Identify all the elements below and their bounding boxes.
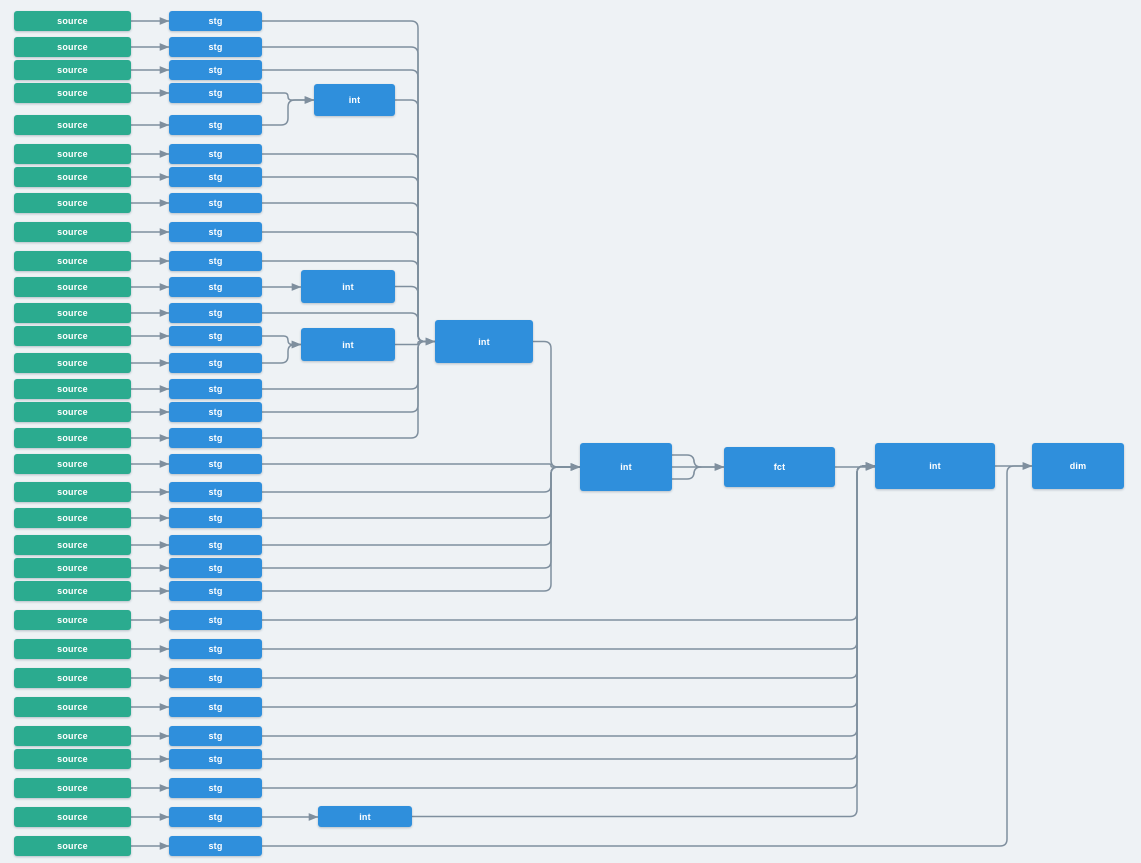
edge (261, 463, 581, 546)
node-stg-stg8[interactable]: stg (169, 193, 262, 213)
node-stg-stg23[interactable]: stg (169, 581, 262, 601)
node-stg-stg19[interactable]: stg (169, 482, 262, 502)
node-stg-stg28[interactable]: stg (169, 726, 262, 746)
node-stg-stg21[interactable]: stg (169, 535, 262, 555)
node-fct-fct1[interactable]: fct (724, 447, 835, 487)
node-stg-stg11[interactable]: stg (169, 277, 262, 297)
edge (261, 176, 436, 343)
node-int-int5[interactable]: int (580, 443, 672, 491)
node-stg-stg9[interactable]: stg (169, 222, 262, 242)
node-source-src13[interactable]: source (14, 326, 131, 346)
node-source-src15[interactable]: source (14, 379, 131, 399)
node-stg-stg16[interactable]: stg (169, 402, 262, 422)
node-stg-stg4[interactable]: stg (169, 83, 262, 103)
node-stg-stg27[interactable]: stg (169, 697, 262, 717)
edge (261, 462, 876, 760)
node-stg-stg15[interactable]: stg (169, 379, 262, 399)
node-stg-stg30[interactable]: stg (169, 778, 262, 798)
node-source-src5[interactable]: source (14, 115, 131, 135)
node-source-src4[interactable]: source (14, 83, 131, 103)
node-source-src20[interactable]: source (14, 508, 131, 528)
edge (394, 337, 436, 346)
node-stg-stg20[interactable]: stg (169, 508, 262, 528)
node-stg-stg32[interactable]: stg (169, 836, 262, 856)
edge (671, 454, 725, 471)
node-stg-stg22[interactable]: stg (169, 558, 262, 578)
edge (671, 466, 702, 480)
node-stg-stg26[interactable]: stg (169, 668, 262, 688)
node-source-src28[interactable]: source (14, 726, 131, 746)
node-int-int7[interactable]: int (318, 806, 412, 827)
edge (411, 462, 876, 818)
node-source-src21[interactable]: source (14, 535, 131, 555)
node-source-src25[interactable]: source (14, 639, 131, 659)
node-source-src16[interactable]: source (14, 402, 131, 422)
node-source-src3[interactable]: source (14, 60, 131, 80)
node-stg-stg31[interactable]: stg (169, 807, 262, 827)
edge (261, 463, 581, 493)
node-source-src27[interactable]: source (14, 697, 131, 717)
node-source-src32[interactable]: source (14, 836, 131, 856)
node-int-int3[interactable]: int (301, 328, 395, 361)
edge (261, 462, 876, 621)
edge (261, 462, 1033, 847)
node-stg-stg14[interactable]: stg (169, 353, 262, 373)
edge (261, 340, 302, 364)
node-source-src8[interactable]: source (14, 193, 131, 213)
node-source-src31[interactable]: source (14, 807, 131, 827)
node-stg-stg5[interactable]: stg (169, 115, 262, 135)
node-source-src26[interactable]: source (14, 668, 131, 688)
edge (261, 335, 302, 349)
node-stg-stg25[interactable]: stg (169, 639, 262, 659)
node-source-src2[interactable]: source (14, 37, 131, 57)
node-source-src18[interactable]: source (14, 454, 131, 474)
edge (261, 340, 436, 439)
node-source-src29[interactable]: source (14, 749, 131, 769)
edge (532, 340, 581, 471)
node-int-int2[interactable]: int (301, 270, 395, 303)
edge (261, 92, 315, 104)
node-stg-stg3[interactable]: stg (169, 60, 262, 80)
edge (261, 462, 876, 789)
node-int-int6[interactable]: int (875, 443, 995, 489)
node-source-src22[interactable]: source (14, 558, 131, 578)
node-source-src6[interactable]: source (14, 144, 131, 164)
node-stg-stg2[interactable]: stg (169, 37, 262, 57)
edge (261, 462, 876, 737)
node-source-src17[interactable]: source (14, 428, 131, 448)
edge (261, 463, 581, 592)
node-source-src7[interactable]: source (14, 167, 131, 187)
node-int-int1[interactable]: int (314, 84, 395, 116)
node-stg-stg29[interactable]: stg (169, 749, 262, 769)
edge (394, 99, 436, 346)
node-source-src19[interactable]: source (14, 482, 131, 502)
edge (261, 462, 876, 650)
node-stg-stg6[interactable]: stg (169, 144, 262, 164)
node-stg-stg17[interactable]: stg (169, 428, 262, 448)
node-stg-stg18[interactable]: stg (169, 454, 262, 474)
node-source-src14[interactable]: source (14, 353, 131, 373)
node-source-src24[interactable]: source (14, 610, 131, 630)
node-int-int4[interactable]: int (435, 320, 533, 363)
node-source-src30[interactable]: source (14, 778, 131, 798)
node-source-src1[interactable]: source (14, 11, 131, 31)
node-stg-stg10[interactable]: stg (169, 251, 262, 271)
node-source-src10[interactable]: source (14, 251, 131, 271)
edge-paths (130, 17, 1033, 850)
node-stg-stg1[interactable]: stg (169, 11, 262, 31)
edge (261, 462, 876, 679)
edge (261, 96, 315, 126)
edge (261, 462, 876, 708)
node-source-src23[interactable]: source (14, 581, 131, 601)
node-source-src11[interactable]: source (14, 277, 131, 297)
node-dim-dim1[interactable]: dim (1032, 443, 1124, 489)
node-stg-stg24[interactable]: stg (169, 610, 262, 630)
node-source-src12[interactable]: source (14, 303, 131, 323)
node-stg-stg7[interactable]: stg (169, 167, 262, 187)
edge (261, 463, 581, 471)
node-stg-stg13[interactable]: stg (169, 326, 262, 346)
node-stg-stg12[interactable]: stg (169, 303, 262, 323)
node-source-src9[interactable]: source (14, 222, 131, 242)
